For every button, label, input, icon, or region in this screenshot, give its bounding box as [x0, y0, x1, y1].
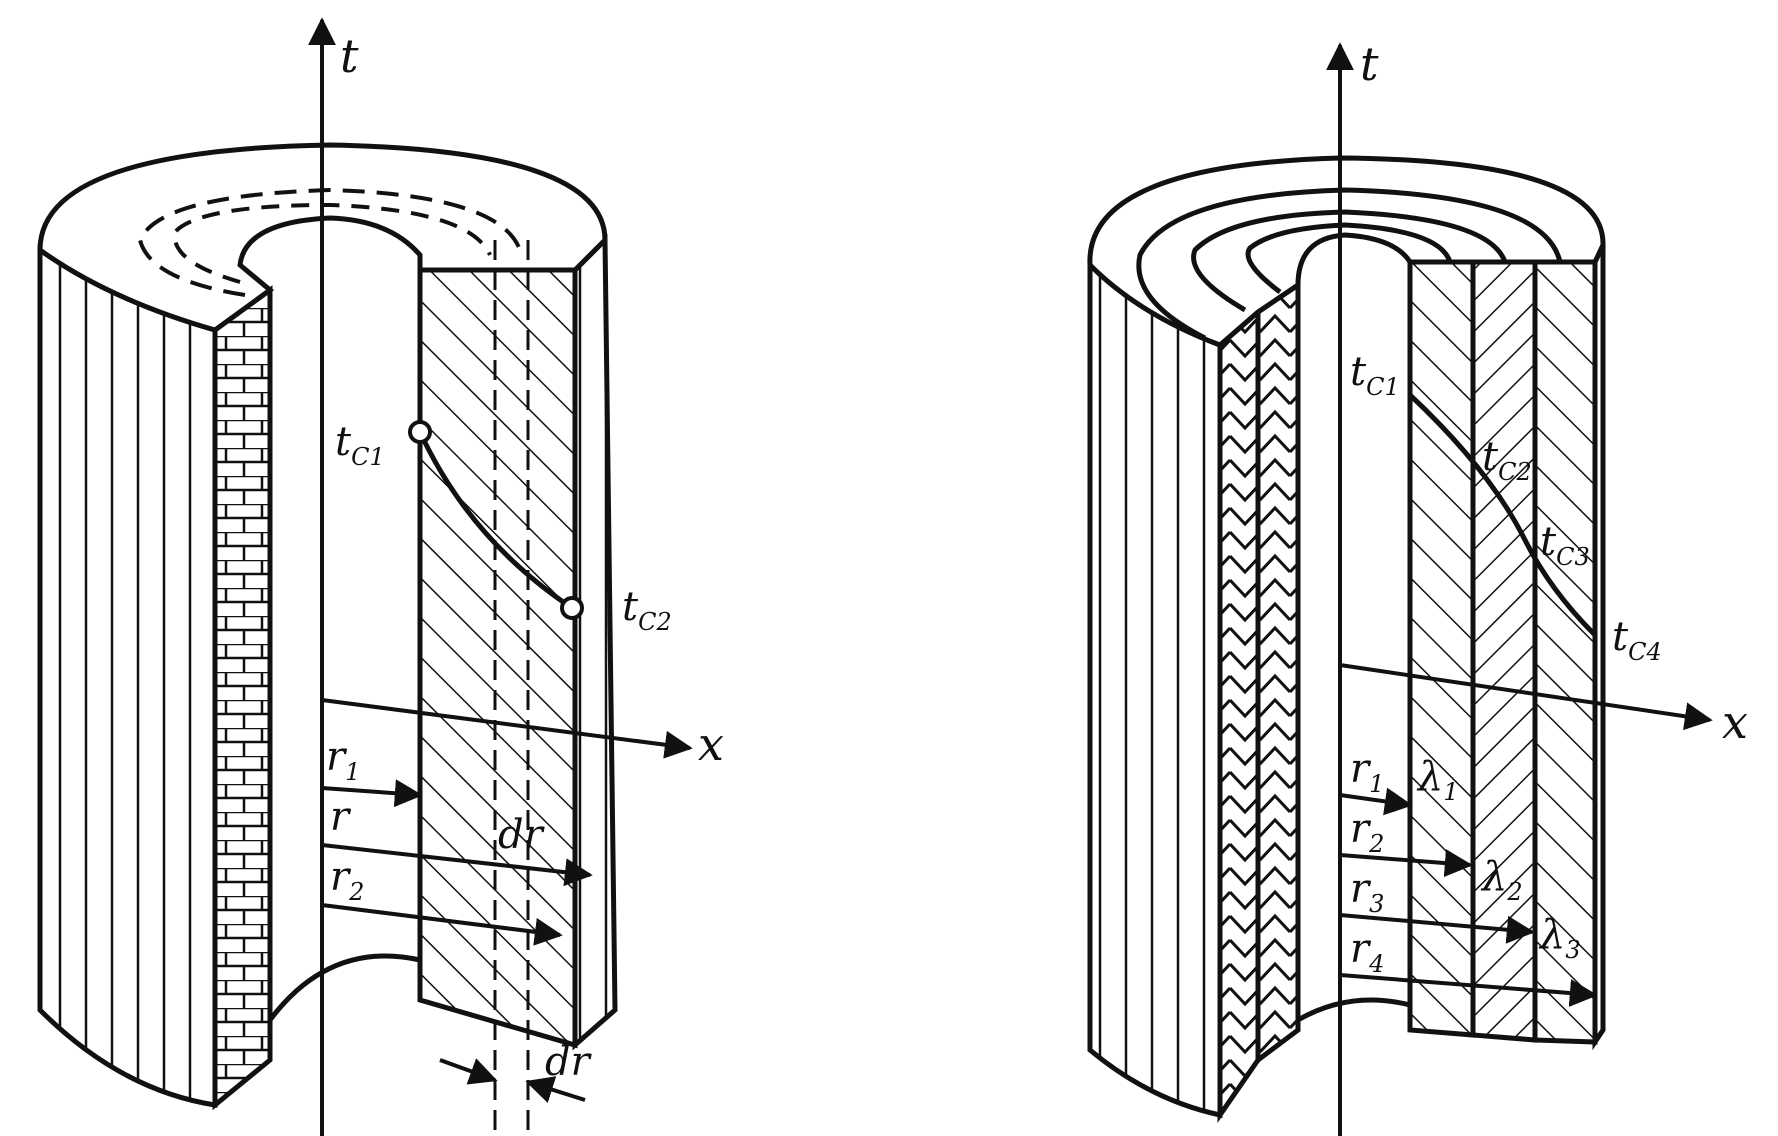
right-lambda1-label: λ1 — [1416, 754, 1459, 806]
left-x-axis — [321, 698, 693, 759]
right-ring-2 — [1191, 209, 1508, 313]
right-lambda3-label: λ3 — [1538, 912, 1581, 964]
left-x-axis-label: x — [698, 717, 724, 771]
right-r1-arrow — [1339, 787, 1413, 816]
right-r1-label: r1 — [1350, 746, 1384, 798]
right-outer-wall-right — [1592, 243, 1606, 1051]
right-multilayer-cylinder: t x tC1 tC2 tC3 tC4 r1 r2 r3 r4 λ1 λ2 — [1087, 37, 1748, 1136]
right-cut-section-left — [1217, 306, 1261, 1124]
left-r1-label: r1 — [326, 734, 360, 786]
right-x-axis — [1339, 663, 1713, 731]
left-cut-section-brick — [212, 285, 273, 1111]
left-dr-arrow-2 — [525, 1076, 586, 1103]
left-top-annulus — [37, 142, 608, 333]
right-tc1-label: tC1 — [1350, 349, 1400, 401]
right-t-axis-label: t — [1360, 37, 1379, 91]
left-dr-bottom-label: dr — [545, 1039, 593, 1085]
right-r2-arrow — [1339, 849, 1473, 878]
right-bore-bottom — [1296, 997, 1411, 1023]
left-dr-arrow-1 — [439, 1058, 498, 1085]
right-temperature-curve — [1408, 393, 1597, 637]
left-r1-arrow — [321, 779, 423, 808]
right-layer-lambda2 — [1470, 259, 1538, 1043]
left-tc2-label: tC2 — [622, 584, 672, 636]
left-tc2-point — [560, 596, 584, 620]
left-r-label: r — [330, 794, 352, 840]
right-r2-label: r2 — [1350, 806, 1384, 858]
left-r2-label: r2 — [330, 854, 364, 906]
right-outer-wall — [1087, 258, 1223, 1119]
left-tc1-point — [408, 420, 432, 444]
right-tc4-label: tC4 — [1612, 614, 1662, 666]
left-t-axis-label: t — [340, 29, 359, 83]
right-r3-label: r3 — [1350, 866, 1384, 918]
left-r-arrow — [321, 843, 593, 887]
left-isotherm-ring-1 — [137, 187, 522, 297]
left-single-layer-cylinder: t x tC1 tC2 r1 r r2 dr dr — [37, 17, 724, 1136]
left-dr-inner-label: dr — [498, 812, 546, 858]
right-tc3-label: tC3 — [1540, 519, 1590, 571]
right-layer-lambda1 — [1407, 259, 1476, 1038]
left-tc1-label: tC1 — [335, 419, 385, 471]
right-lambda2-label: λ2 — [1480, 854, 1523, 906]
right-r3-arrow — [1339, 913, 1535, 944]
right-r4-arrow — [1339, 973, 1598, 1007]
right-r4-label: r4 — [1350, 926, 1384, 978]
right-tc2-label: tC2 — [1482, 434, 1532, 486]
right-cut-section-left-2 — [1255, 280, 1301, 1065]
right-x-axis-label: x — [1722, 695, 1748, 749]
right-ring-3 — [1245, 222, 1453, 294]
left-isotherm-ring-2 — [172, 202, 492, 284]
left-outer-wall-right — [572, 234, 618, 1051]
left-bore-bottom — [268, 953, 421, 1022]
left-outer-wall — [37, 245, 218, 1108]
right-ring-1 — [1136, 187, 1563, 341]
left-r2-arrow — [321, 903, 563, 946]
left-temperature-curve — [417, 430, 574, 611]
